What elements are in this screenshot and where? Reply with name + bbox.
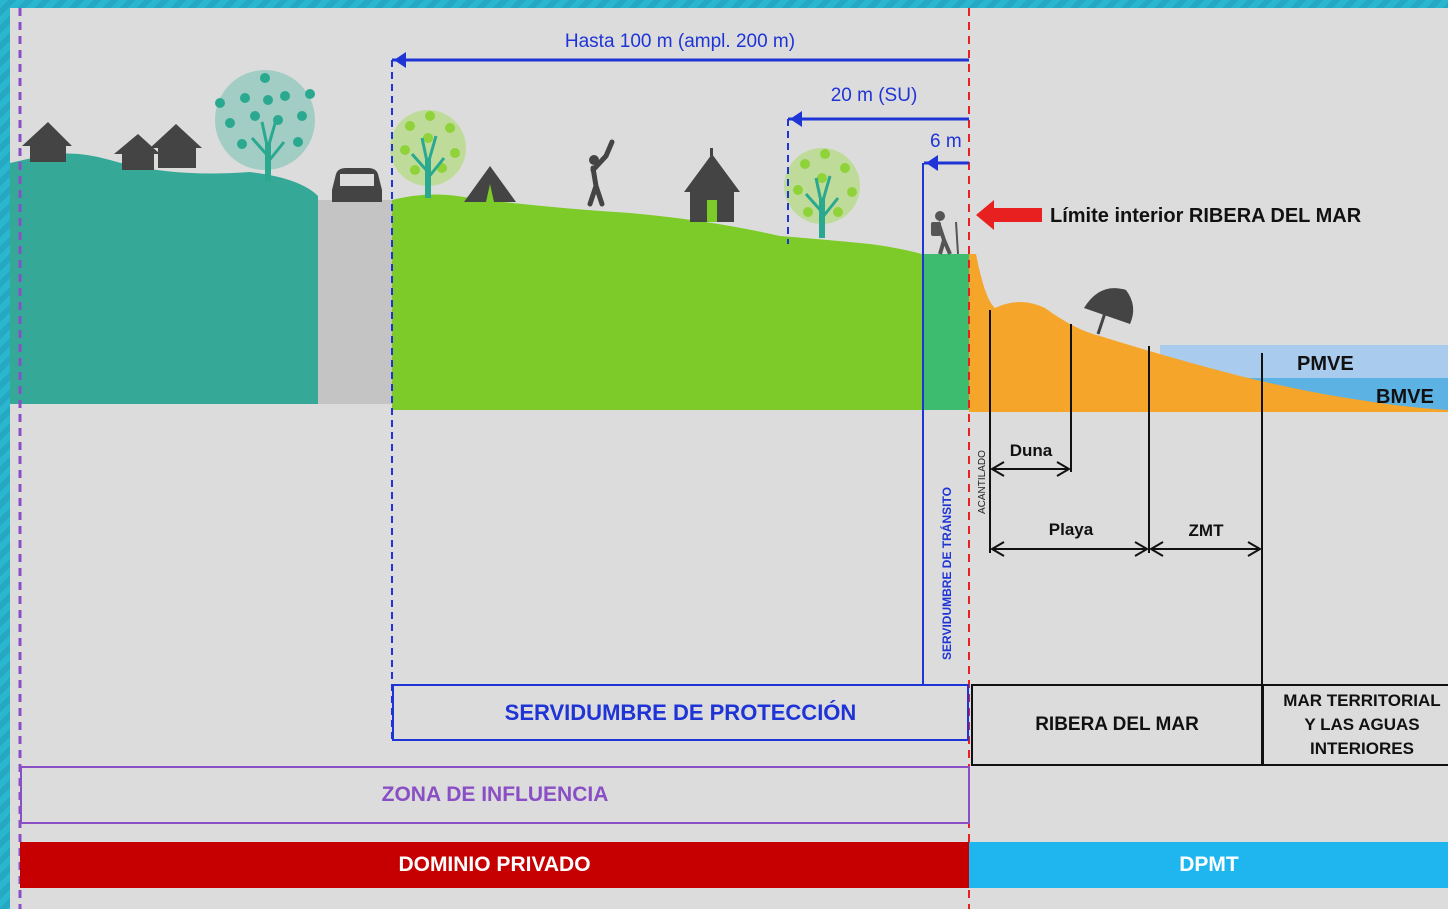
dim-100m: Hasta 100 m (ampl. 200 m) (391, 31, 969, 741)
pmve-label: PMVE (1297, 353, 1354, 375)
beach-dune (969, 254, 1448, 412)
acantilado-label: ACANTILADO (977, 450, 988, 514)
limit-label: Límite interior RIBERA DEL MAR (1050, 205, 1362, 227)
mar-territorial-line-1: MAR TERRITORIAL (1283, 691, 1441, 710)
tree-icon (784, 148, 860, 240)
dim-6m-label: 6 m (930, 131, 962, 152)
tree-icon (390, 110, 466, 200)
tree-icon (215, 70, 315, 184)
private-land-teal (10, 153, 318, 404)
mar-territorial-box: MAR TERRITORIAL Y LAS AGUAS INTERIORES (1262, 684, 1448, 766)
umbrella-icon (1084, 288, 1134, 335)
playa-label: Playa (1049, 520, 1094, 539)
duna-label: Duna (1010, 441, 1053, 460)
zona-influencia-label: ZONA DE INFLUENCIA (381, 783, 609, 806)
servidumbre-proteccion-box: SERVIDUMBRE DE PROTECCIÓN (392, 684, 969, 741)
bmve-label: BMVE (1376, 386, 1434, 408)
road-strip (318, 200, 392, 404)
house-icon (114, 124, 202, 170)
servidumbre-proteccion-label: SERVIDUMBRE DE PROTECCIÓN (504, 699, 857, 725)
house-icon (22, 122, 72, 162)
hiker-icon (931, 211, 959, 255)
zmt-label: ZMT (1189, 521, 1225, 540)
dim-6m: 6 m (922, 131, 969, 684)
dpmt-bar: DPMT (969, 842, 1448, 888)
dominio-privado-label: DOMINIO PRIVADO (398, 853, 591, 876)
tent-icon (464, 166, 516, 202)
dim-100m-label: Hasta 100 m (ampl. 200 m) (565, 31, 795, 52)
dpmt-label: DPMT (1179, 853, 1239, 876)
transit-strip (922, 254, 969, 410)
golfer-icon (587, 139, 615, 207)
servidumbre-transito-label: SERVIDUMBRE DE TRÁNSITO (939, 487, 954, 660)
coastal-zones-diagram: Hasta 100 m (ampl. 200 m) 20 m (SU) 6 m … (10, 8, 1448, 909)
ribera-del-mar-label: RIBERA DEL MAR (1035, 714, 1199, 735)
dim-20m: 20 m (SU) (787, 85, 969, 244)
diagram-canvas: Hasta 100 m (ampl. 200 m) 20 m (SU) 6 m … (10, 8, 1448, 909)
measure-lines (989, 310, 1263, 684)
mar-territorial-line-3: INTERIORES (1310, 739, 1414, 758)
car-icon (332, 168, 382, 202)
mar-territorial-line-2: Y LAS AGUAS (1304, 715, 1420, 734)
dominio-privado-bar: DOMINIO PRIVADO (20, 842, 969, 888)
ribera-del-mar-box: RIBERA DEL MAR (971, 684, 1263, 766)
protection-land-green (392, 194, 922, 410)
hut-icon (684, 148, 740, 222)
zona-influencia-box: ZONA DE INFLUENCIA (20, 766, 970, 824)
dim-20m-label: 20 m (SU) (831, 85, 918, 106)
limit-arrow-icon (976, 200, 1042, 230)
